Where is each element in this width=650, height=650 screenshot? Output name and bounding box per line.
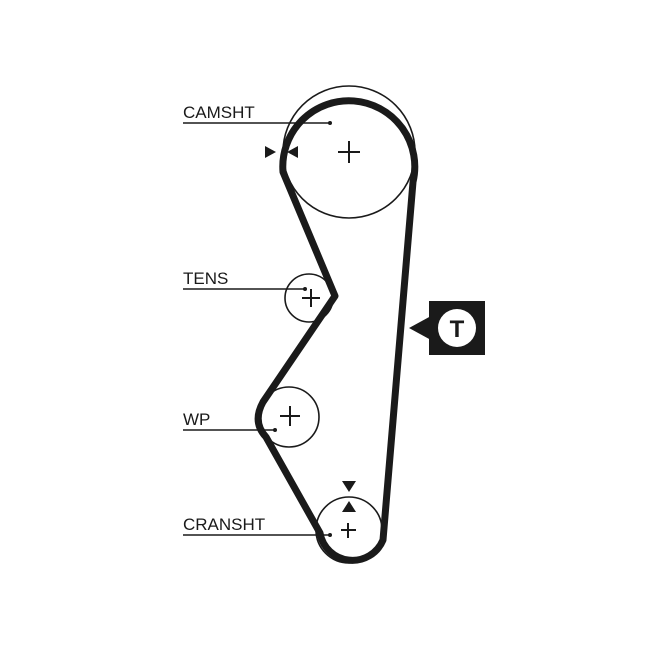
label-tensioner: TENS bbox=[183, 269, 228, 288]
camshaft-center-cross bbox=[338, 141, 360, 163]
tension-marker-letter: T bbox=[450, 316, 465, 343]
leader-endpoints bbox=[273, 121, 332, 537]
crankshaft-center-cross bbox=[341, 523, 356, 538]
tensioner-center-cross bbox=[302, 289, 320, 307]
water-pump-center-cross bbox=[280, 406, 300, 426]
camshaft-timing-mark-icon bbox=[265, 146, 298, 158]
tension-marker-arrow-icon bbox=[409, 316, 431, 340]
label-crankshaft: CRANSHT bbox=[183, 515, 265, 534]
timing-belt bbox=[254, 97, 419, 564]
label-camshaft: CAMSHT bbox=[183, 103, 255, 122]
crankshaft-timing-mark-icon bbox=[342, 481, 356, 512]
tension-marker-badge bbox=[438, 309, 476, 347]
tension-marker: T bbox=[409, 301, 485, 355]
label-water-pump: WP bbox=[183, 410, 210, 429]
leader-lines bbox=[183, 122, 330, 536]
